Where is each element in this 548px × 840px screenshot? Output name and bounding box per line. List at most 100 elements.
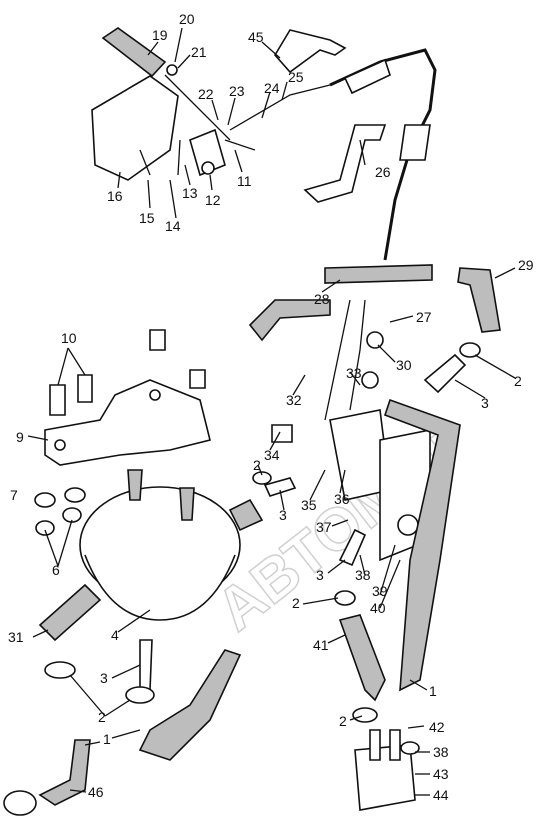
callout-38-b: 38: [433, 744, 449, 760]
fitting-30: [366, 331, 384, 349]
nut-6a: [35, 520, 55, 536]
hose-upper-left: [248, 299, 331, 342]
bolts-10: [49, 374, 93, 416]
callout-1-l: 1: [103, 731, 111, 747]
lever-plate: [189, 128, 226, 177]
bracket-9: [44, 379, 211, 466]
callout-7: 7: [10, 487, 18, 503]
callout-4: 4: [111, 627, 119, 643]
callout-36: 36: [334, 491, 350, 507]
callout-3-lm: 3: [279, 507, 287, 523]
valve-rods: [324, 299, 366, 421]
lever-rod: [164, 74, 231, 141]
nut-12: [201, 161, 215, 175]
hose-29: [457, 267, 501, 333]
fitting-3-right: [423, 353, 467, 394]
fitting-3-mid: [338, 528, 367, 567]
callout-2-l: 2: [98, 709, 106, 725]
fitting-3-left: [139, 639, 153, 691]
nut-6b: [62, 507, 82, 523]
callout-2-b: 2: [339, 713, 347, 729]
hose-1-right: [383, 398, 461, 692]
callout-6: 6: [52, 562, 60, 578]
hose-46: [38, 739, 91, 806]
pedal-handle: [101, 27, 167, 78]
callout-43: 43: [433, 766, 449, 782]
bracket-hole-2: [149, 389, 161, 401]
callout-22: 22: [198, 86, 214, 102]
clamp-46: [3, 790, 37, 816]
washer-8: [64, 487, 86, 503]
hose-1-lower: [138, 649, 242, 761]
bracket-hole-1: [54, 439, 66, 451]
callout-2-r: 2: [514, 373, 522, 389]
callout-45: 45: [248, 29, 264, 45]
callout-40: 40: [370, 600, 386, 616]
hose-31: [38, 583, 102, 642]
clamp-2-bottom: [352, 707, 378, 723]
callout-31: 31: [8, 629, 24, 645]
callout-35: 35: [301, 497, 317, 513]
callout-33: 33: [346, 365, 362, 381]
callout-23: 23: [229, 83, 245, 99]
tank-stud-left: [127, 469, 143, 501]
callout-1-r: 1: [429, 683, 437, 699]
bracket-26: [303, 124, 387, 203]
bolt-20: [166, 64, 178, 76]
callout-21: 21: [191, 44, 207, 60]
cable-end: [399, 124, 431, 161]
bracket-housing: [91, 75, 179, 181]
control-cable: [329, 48, 437, 261]
hose-28: [324, 264, 433, 284]
callout-44: 44: [433, 787, 449, 803]
fitting-3-leftmid: [263, 477, 297, 497]
tee-fitting-43: [354, 744, 416, 811]
callout-25: 25: [288, 69, 304, 85]
leader-lines: [27, 27, 516, 796]
bracket-hole: [397, 514, 419, 536]
tee-nozzles: [369, 729, 401, 761]
callout-30: 30: [396, 357, 412, 373]
callout-2-m: 2: [292, 595, 300, 611]
callout-14: 14: [165, 218, 181, 234]
nut-right: [189, 369, 206, 389]
lever-pins: [139, 139, 256, 176]
callout-41: 41: [313, 637, 329, 653]
callout-29: 29: [518, 257, 534, 273]
callout-13: 13: [182, 185, 198, 201]
clamp-2-right: [459, 342, 481, 358]
fitting-33: [361, 371, 379, 389]
tank-stud-right: [179, 487, 195, 521]
callout-27: 27: [416, 309, 432, 325]
fitting-34: [271, 424, 293, 443]
clamp-2-center: [125, 686, 155, 704]
callout-3-r: 3: [481, 395, 489, 411]
lever-assembly: [91, 27, 331, 181]
callout-20: 20: [179, 11, 195, 27]
hose-short: [228, 498, 264, 532]
callout-16: 16: [107, 188, 123, 204]
bracket-45: [274, 29, 347, 74]
cable-sleeve: [343, 58, 391, 95]
callout-37: 37: [316, 519, 332, 535]
callout-9: 9: [16, 429, 24, 445]
callout-39: 39: [372, 583, 388, 599]
callout-10: 10: [61, 330, 77, 346]
callout-46: 46: [88, 784, 104, 800]
callout-12: 12: [205, 192, 221, 208]
tank-bottom: [84, 554, 236, 621]
link-rod: [229, 84, 331, 131]
callout-42: 42: [429, 719, 445, 735]
washer-7: [34, 492, 56, 508]
callout-2-lm: 2: [253, 457, 261, 473]
nut-top: [149, 329, 166, 351]
callout-32: 32: [286, 392, 302, 408]
callout-24: 24: [264, 80, 280, 96]
washer-38: [400, 741, 420, 755]
callout-26: 26: [375, 164, 391, 180]
callout-19: 19: [152, 27, 168, 43]
callout-34: 34: [264, 447, 280, 463]
clamp-2-left: [44, 661, 76, 679]
